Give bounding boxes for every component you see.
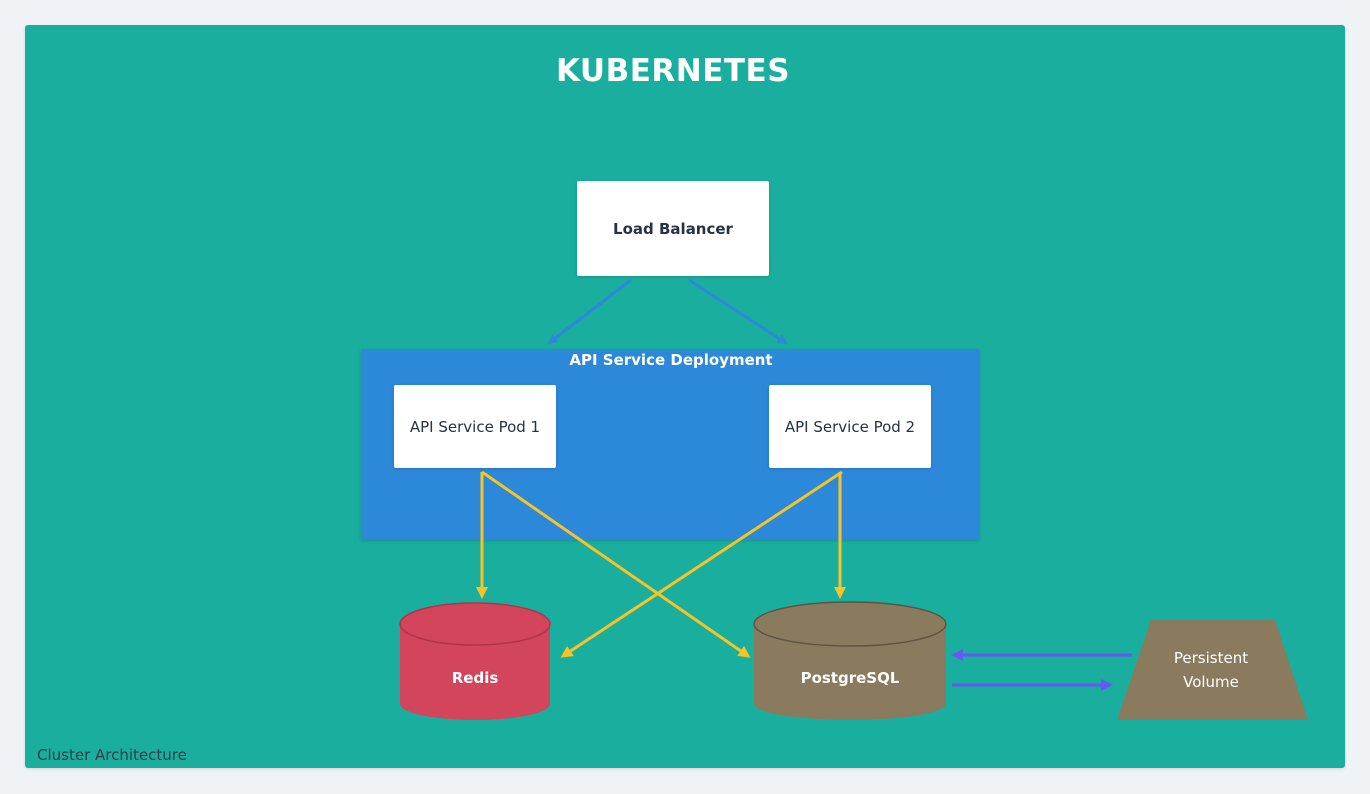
persistent-volume-line-1: Persistent: [1173, 649, 1249, 667]
cluster-caption: Cluster Architecture: [37, 746, 187, 764]
postgres-label: PostgreSQL: [800, 669, 900, 687]
load-balancer-node[interactable]: Load Balancer: [577, 181, 769, 276]
persistent-volume-label: Persistent Volume: [1125, 646, 1297, 694]
cluster-title: KUBERNETES: [555, 53, 791, 89]
pod-2-label: API Service Pod 2: [784, 417, 916, 436]
deployment-label: API Service Deployment: [569, 351, 773, 369]
pod-1-label: API Service Pod 1: [409, 417, 541, 436]
api-service-pod-1[interactable]: API Service Pod 1: [394, 385, 556, 468]
persistent-volume-line-2: Volume: [1183, 673, 1239, 691]
load-balancer-label: Load Balancer: [613, 219, 733, 238]
api-service-pod-2[interactable]: API Service Pod 2: [769, 385, 931, 468]
redis-label: Redis: [451, 669, 499, 687]
